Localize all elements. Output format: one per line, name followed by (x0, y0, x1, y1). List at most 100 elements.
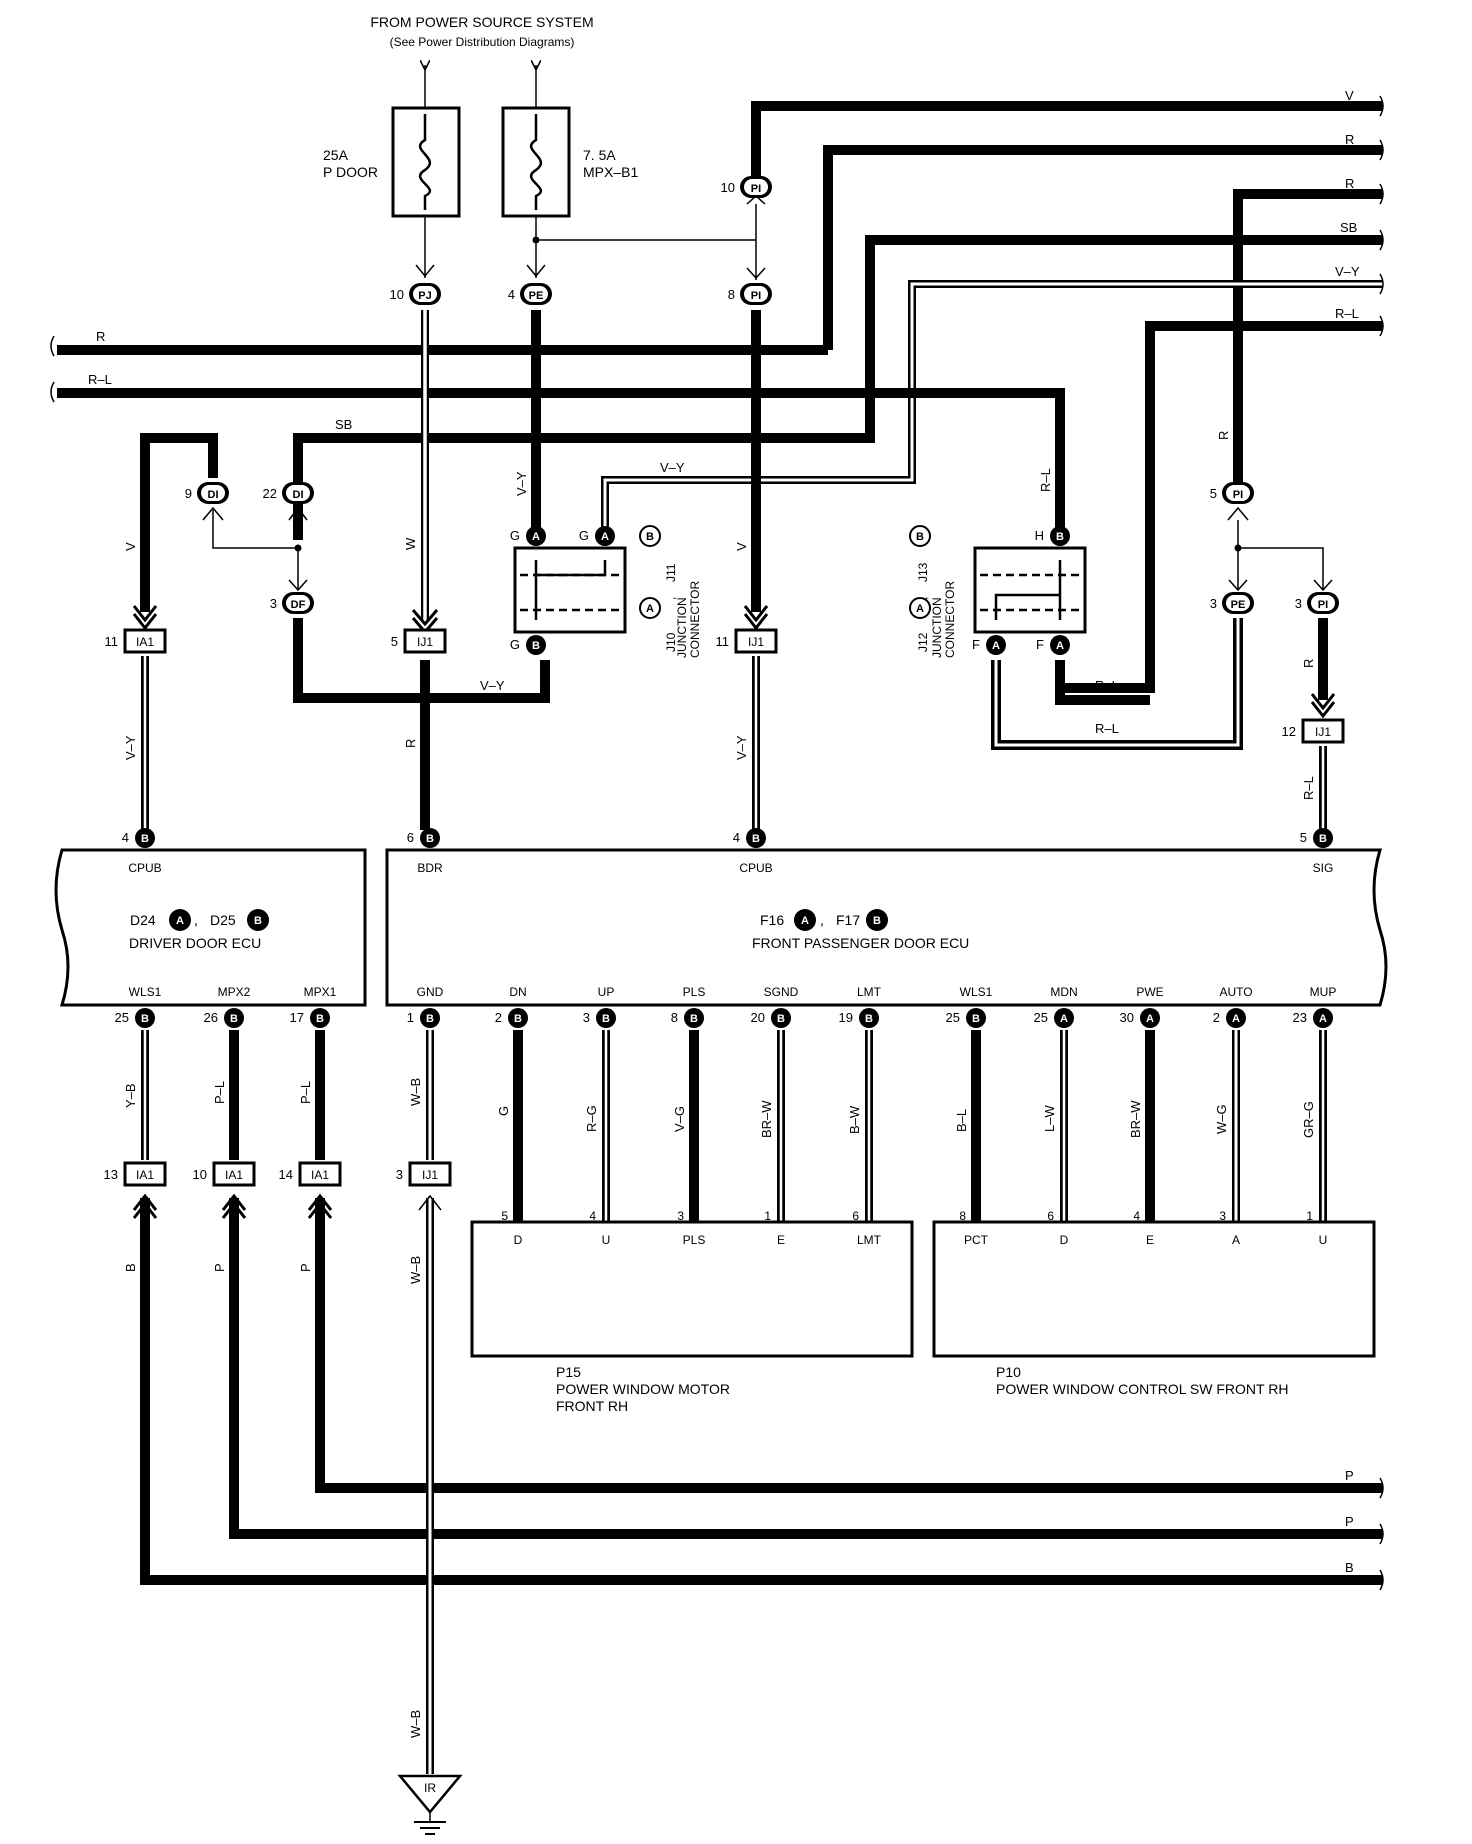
svg-text:POWER WINDOW CONTROL SW FRONT: POWER WINDOW CONTROL SW FRONT RH (996, 1381, 1288, 1397)
junction-terminals: A G A G B G B H A F A F (510, 526, 1070, 655)
svg-text:25: 25 (115, 1010, 129, 1025)
svg-text:D: D (1060, 1233, 1069, 1247)
svg-text:B: B (1319, 833, 1327, 845)
svg-text:R–G: R–G (584, 1105, 599, 1132)
svg-text:DF: DF (291, 599, 306, 611)
svg-text:AUTO: AUTO (1219, 985, 1252, 999)
top-right-bus: V R R SB V–Y R–L (293, 88, 1384, 693)
svg-text:A: A (916, 603, 924, 615)
junction-right-circle-a: A (909, 597, 931, 619)
svg-text:A: A (1060, 1013, 1068, 1025)
svg-text:12: 12 (1282, 724, 1296, 739)
svg-text:W–B: W–B (408, 1078, 423, 1106)
svg-text:IA1: IA1 (311, 1168, 329, 1182)
motor-switch-wires: G R–G V–G BR–W B–W B–L L–W BR–W W–G GR–G (496, 1030, 1327, 1222)
svg-text:14: 14 (279, 1167, 293, 1182)
svg-text:B: B (230, 1013, 238, 1025)
inline-connectors: IA1 11 IJ1 5 IJ1 11 IJ1 12 IA1 13 IA1 10… (104, 628, 1345, 1187)
svg-text:B: B (1056, 531, 1064, 543)
svg-text:B: B (514, 1013, 522, 1025)
svg-text:B: B (777, 1013, 785, 1025)
svg-text:PI: PI (751, 183, 761, 195)
svg-text:6: 6 (407, 830, 414, 845)
svg-text:B: B (690, 1013, 698, 1025)
svg-text:D25: D25 (210, 912, 236, 928)
svg-text:MPX2: MPX2 (218, 985, 251, 999)
ecu-top-pins: B 4 B 6 B 4 B 5 (122, 828, 1333, 848)
svg-text:PCT: PCT (964, 1233, 989, 1247)
pi8-v-circuit: V V–Y (734, 310, 769, 830)
svg-text:25: 25 (1034, 1010, 1048, 1025)
svg-text:30: 30 (1120, 1010, 1134, 1025)
svg-text:2: 2 (495, 1010, 502, 1025)
source-title: FROM POWER SOURCE SYSTEM (370, 14, 593, 30)
svg-text:DN: DN (509, 985, 526, 999)
svg-text:F17: F17 (836, 912, 860, 928)
svg-text:IA1: IA1 (136, 635, 154, 649)
pj-white-wire: W R (403, 310, 439, 830)
svg-text:A: A (1232, 1233, 1240, 1247)
svg-text:10: 10 (390, 287, 404, 302)
svg-text:P15: P15 (556, 1364, 581, 1380)
svg-text:8: 8 (671, 1010, 678, 1025)
connector-pills: PI 10 PJ 10 PE 4 PI 8 DI 9 DI 22 DF 3 PI… (185, 176, 1339, 614)
svg-text:FRONT PASSENGER DOOR ECU: FRONT PASSENGER DOOR ECU (752, 935, 969, 951)
source-subtitle: (See Power Distribution Diagrams) (390, 35, 575, 49)
svg-text:A: A (1232, 1013, 1240, 1025)
svg-text:A: A (801, 915, 809, 927)
svg-text:A: A (601, 531, 609, 543)
svg-text:5: 5 (501, 1209, 508, 1223)
svg-text:IA1: IA1 (136, 1168, 154, 1182)
svg-text:8: 8 (728, 287, 735, 302)
svg-text:9: 9 (185, 486, 192, 501)
svg-text:Y–B: Y–B (123, 1083, 138, 1108)
svg-text:FRONT RH: FRONT RH (556, 1398, 628, 1414)
svg-text:U: U (1319, 1233, 1328, 1247)
svg-text:,: , (820, 912, 824, 928)
driver-door-ecu: CPUB D24 A , D25 B DRIVER DOOR ECU WLS1 … (54, 848, 367, 1007)
svg-text:G: G (579, 528, 589, 543)
svg-text:B: B (972, 1013, 980, 1025)
svg-text:IJ1: IJ1 (748, 635, 764, 649)
svg-text:6: 6 (852, 1209, 859, 1223)
svg-text:B: B (141, 1013, 149, 1025)
junction-left-circle-b: B (639, 525, 661, 547)
svg-text:4: 4 (122, 830, 129, 845)
svg-text:B: B (254, 915, 262, 927)
svg-text:10: 10 (721, 180, 735, 195)
svg-text:20: 20 (751, 1010, 765, 1025)
junction-connector-left: J10 , J11 JUNCTION CONNECTOR A B (513, 525, 702, 658)
svg-text:IR: IR (424, 1781, 436, 1795)
svg-text:3: 3 (1210, 596, 1217, 611)
svg-text:V–Y: V–Y (123, 735, 138, 760)
svg-text:B–W: B–W (847, 1105, 862, 1134)
svg-text:SB: SB (335, 417, 352, 432)
svg-text:SB: SB (1340, 220, 1357, 235)
svg-text:J12: J12 (916, 632, 930, 652)
svg-text:19: 19 (839, 1010, 853, 1025)
svg-text:PE: PE (529, 290, 544, 302)
svg-text:8: 8 (959, 1209, 966, 1223)
svg-text:CONNECTOR: CONNECTOR (688, 581, 702, 658)
svg-text:A: A (992, 640, 1000, 652)
svg-text:R–L: R–L (1038, 468, 1053, 492)
svg-text:V: V (1345, 88, 1354, 103)
fuse-mpx-b1-icon (529, 114, 543, 210)
svg-text:E: E (1146, 1233, 1154, 1247)
fuse-p-door-icon (418, 114, 432, 210)
svg-text:IJ1: IJ1 (417, 635, 433, 649)
svg-text:PWE: PWE (1136, 985, 1163, 999)
svg-text:PLS: PLS (683, 985, 706, 999)
svg-text:LMT: LMT (857, 1233, 882, 1247)
svg-text:1: 1 (1306, 1209, 1313, 1223)
ground-icon (397, 1774, 463, 1814)
svg-text:PE: PE (1231, 599, 1246, 611)
power-source-header: FROM POWER SOURCE SYSTEM (See Power Dist… (370, 14, 593, 49)
svg-text:B: B (646, 531, 654, 543)
svg-text:J10: J10 (664, 632, 678, 652)
svg-text:R: R (403, 739, 418, 748)
fuse-mpx-b1-name: MPX–B1 (583, 164, 638, 180)
svg-text:1: 1 (407, 1010, 414, 1025)
svg-text:V–Y: V–Y (734, 735, 749, 760)
svg-text:E: E (777, 1233, 785, 1247)
